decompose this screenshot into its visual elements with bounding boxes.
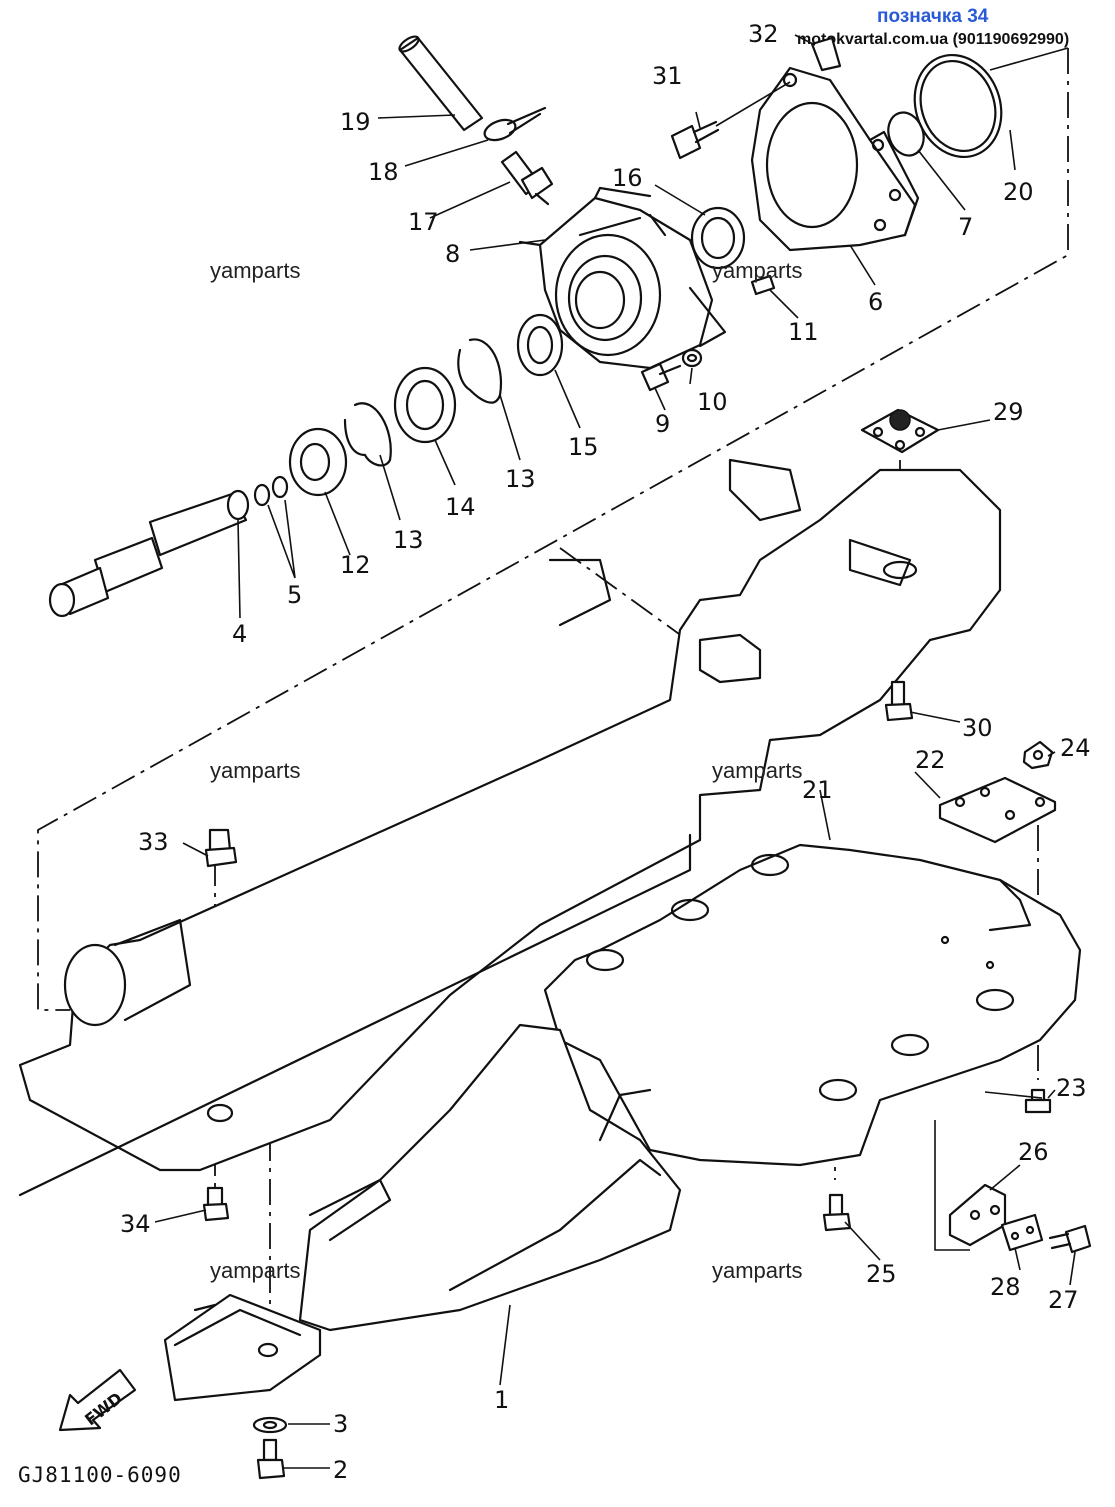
callout-21: 21 <box>802 776 833 804</box>
part-20-gasket <box>913 53 1003 159</box>
part-17-screw <box>500 150 554 206</box>
part-19-pin <box>398 35 484 132</box>
part-34-bolt <box>202 1186 230 1222</box>
callout-4: 4 <box>232 620 247 648</box>
callout-9: 9 <box>655 410 670 438</box>
callout-32: 32 <box>748 20 779 48</box>
part-9-bolt <box>640 362 682 392</box>
part-5-o-rings <box>253 475 289 507</box>
part-30-bolt <box>884 680 914 722</box>
callout-8: 8 <box>445 240 460 268</box>
callout-numbers: 19 18 17 8 31 32 16 7 20 6 11 10 9 15 13… <box>120 20 1091 1484</box>
part-2-bolt <box>256 1438 286 1480</box>
part-15-ring <box>516 313 564 377</box>
callout-6: 6 <box>868 288 883 316</box>
callout-7: 7 <box>958 213 973 241</box>
part-26-block <box>948 1183 1007 1247</box>
callout-13-a: 13 <box>393 526 424 554</box>
part-16-seal <box>690 206 746 270</box>
part-3-washer <box>252 1416 288 1434</box>
callout-18: 18 <box>368 158 399 186</box>
callout-26: 26 <box>1018 1138 1049 1166</box>
callout-15: 15 <box>568 433 599 461</box>
callout-29: 29 <box>993 398 1024 426</box>
watermark-4: yamparts <box>712 758 802 783</box>
part-25-bolt <box>822 1193 852 1232</box>
callout-23: 23 <box>1056 1074 1087 1102</box>
part-shoe-block <box>163 1293 322 1402</box>
watermark-1: yamparts <box>210 258 300 283</box>
callout-2: 2 <box>333 1456 348 1484</box>
callout-5: 5 <box>287 581 302 609</box>
callout-19: 19 <box>340 108 371 136</box>
callout-16: 16 <box>612 164 643 192</box>
leader-26-bracket <box>934 1120 970 1251</box>
callout-24: 24 <box>1060 734 1091 762</box>
part-24-nut <box>1022 740 1054 770</box>
header-source: motokvartal.com.ua (901190692990) <box>797 31 1069 48</box>
header-title: позначка 34 <box>877 6 989 27</box>
watermark-6: yamparts <box>712 1258 802 1283</box>
callout-11: 11 <box>788 318 819 346</box>
part-18-clip <box>483 106 547 142</box>
callout-27: 27 <box>1048 1286 1079 1314</box>
callout-31: 31 <box>652 62 683 90</box>
part-23-bolt <box>1024 1088 1052 1114</box>
part-21-ride-plate <box>543 843 1082 1167</box>
callout-3: 3 <box>333 1410 348 1438</box>
part-13-snap-ring-b <box>457 338 503 404</box>
part-29-mount <box>860 408 940 454</box>
fwd-arrow: FWD <box>58 1368 137 1432</box>
part-11-dowel <box>750 274 776 296</box>
part-31-bolt <box>670 81 791 160</box>
part-12-oil-seal <box>288 427 348 497</box>
callout-12: 12 <box>340 551 371 579</box>
part-10-washer <box>681 348 703 368</box>
part-33-plug <box>204 828 238 868</box>
part-6-cover <box>750 66 920 252</box>
callout-20: 20 <box>1003 178 1034 206</box>
part-32-clamp <box>810 36 842 72</box>
callout-28: 28 <box>990 1273 1021 1301</box>
callout-33: 33 <box>138 828 169 856</box>
part-8-housing <box>518 186 727 370</box>
callout-30: 30 <box>962 714 993 742</box>
callout-1: 1 <box>494 1386 509 1414</box>
part-1-lower-section <box>298 1023 682 1332</box>
part-27-bolt <box>1048 1224 1092 1254</box>
part-22-bracket <box>938 776 1057 844</box>
callout-14: 14 <box>445 493 476 521</box>
callout-25: 25 <box>866 1260 897 1288</box>
callout-34: 34 <box>120 1210 151 1238</box>
callout-13-b: 13 <box>505 465 536 493</box>
callout-10: 10 <box>697 388 728 416</box>
part-1-jet-pump-body <box>18 458 1002 1197</box>
part-28-plate <box>1000 1213 1044 1252</box>
part-14-bearing <box>393 366 457 444</box>
leader-lines <box>154 34 1076 1469</box>
callout-22: 22 <box>915 746 946 774</box>
watermark-3: yamparts <box>210 758 300 783</box>
callout-17: 17 <box>408 208 439 236</box>
part-13-snap-ring-a <box>343 402 392 467</box>
part-4-drive-shaft <box>48 489 250 618</box>
watermark-2: yamparts <box>712 258 802 283</box>
watermark-5: yamparts <box>210 1258 300 1283</box>
diagram-code: GJ81100-6090 <box>18 1463 182 1487</box>
